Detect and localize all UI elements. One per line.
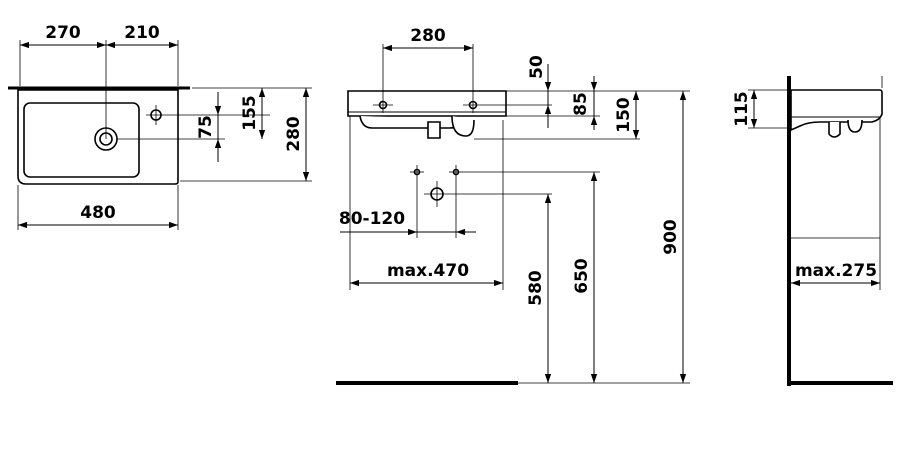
dim-580-label: 580 (526, 270, 546, 306)
top-view: 270 210 480 75 155 280 (8, 23, 312, 230)
dim-75-label: 75 (196, 115, 216, 139)
dim-900-label: 900 (661, 219, 681, 255)
dim-85-label: 85 (571, 92, 591, 116)
dim-155-label: 155 (240, 95, 260, 131)
front-view-tap-hole-left (373, 97, 393, 113)
dim-115-label: 115 (732, 91, 752, 127)
dim-280-depth-label: 280 (284, 116, 304, 152)
dim-650-label: 650 (572, 258, 592, 294)
dim-270-label: 270 (45, 23, 81, 43)
drain-point (424, 181, 450, 207)
front-view-siphon (427, 121, 441, 139)
dim-80-120-label: 80-120 (339, 209, 405, 229)
dim-150-label: 150 (614, 97, 634, 133)
side-view: 115 max.275 (732, 76, 893, 386)
dim-max-275-label: max.275 (795, 261, 877, 281)
front-view: 280 50 85 150 80-120 max.470 580 650 900 (336, 26, 690, 385)
front-view-tap-hole-right (463, 97, 483, 113)
top-view-bowl (23, 102, 140, 178)
dim-50-label: 50 (527, 55, 547, 79)
dim-max-470-label: max.470 (387, 261, 469, 281)
dim-210-label: 210 (124, 23, 160, 43)
dim-tap-spacing-label: 280 (410, 26, 446, 46)
supply-point-right (449, 165, 463, 179)
dim-480-label: 480 (80, 203, 116, 223)
supply-point-left (410, 165, 424, 179)
